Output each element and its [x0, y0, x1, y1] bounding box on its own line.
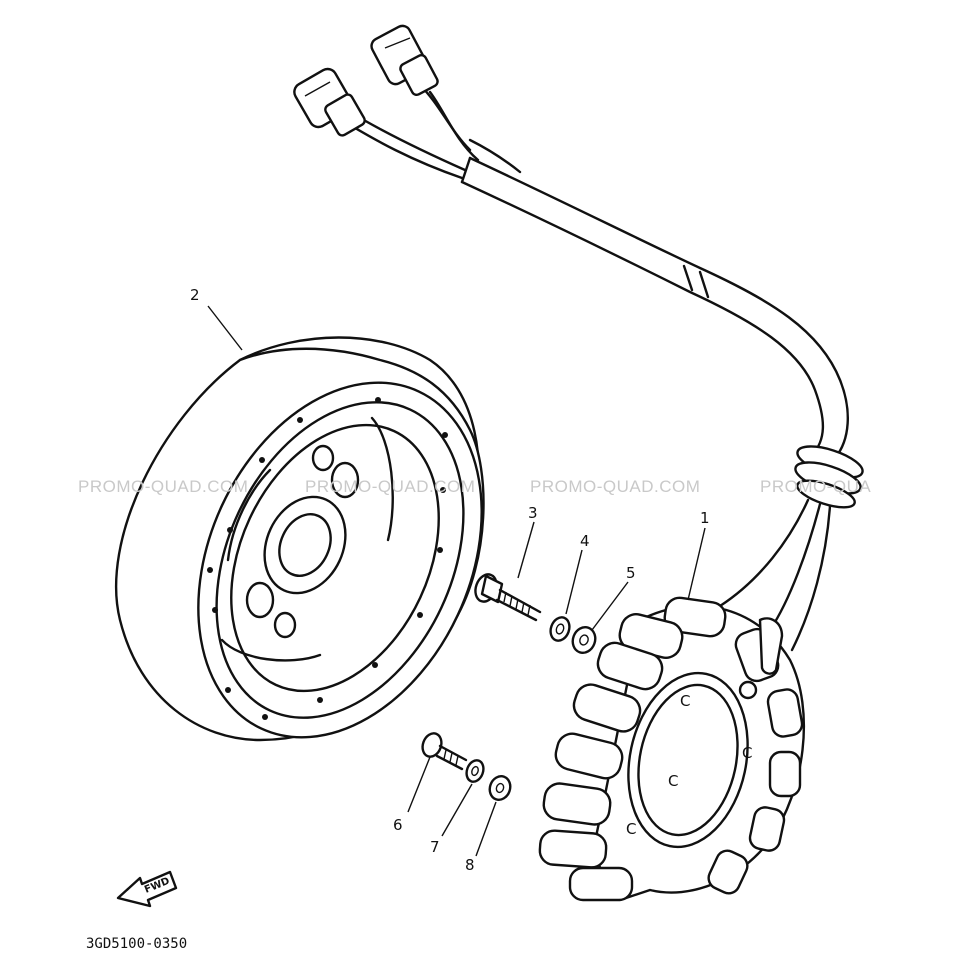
stator-mark-c-2: C — [742, 744, 752, 762]
wire-harness — [293, 24, 864, 652]
stator-mark-c-3: C — [668, 772, 678, 790]
watermark-3: PROMO-QUAD.COM — [530, 477, 700, 496]
watermark-4: PROMO-QUA — [760, 477, 871, 496]
diagram-code: 3GD5100-0350 — [86, 936, 187, 952]
stator-mark-c-4: C — [626, 820, 636, 838]
watermark-2: PROMO-QUAD.COM — [305, 477, 475, 496]
plain-washer-5 — [571, 626, 597, 654]
plain-washer-8 — [488, 775, 512, 801]
callout-2: 2 — [190, 286, 200, 304]
stator-mark-c-1: C — [680, 692, 690, 710]
callout-3: 3 — [528, 504, 538, 522]
callout-1: 1 — [700, 509, 710, 527]
callout-8: 8 — [465, 856, 475, 874]
callout-4: 4 — [580, 532, 590, 550]
callout-6: 6 — [393, 816, 403, 834]
callout-7: 7 — [430, 838, 440, 856]
wire-grommet — [794, 445, 864, 509]
wire-connector-upper — [370, 24, 439, 97]
rotor-rim-holes — [207, 397, 448, 720]
short-screw — [421, 732, 468, 771]
stator-coil-assembly: C C C C — [538, 596, 806, 902]
fwd-direction-arrow: FWD — [116, 870, 178, 908]
rotor-flywheel — [115, 336, 485, 742]
watermark-1: PROMO-QUAD.COM — [78, 477, 248, 496]
long-screw — [474, 573, 542, 622]
lock-washer-4 — [549, 616, 571, 642]
callout-5: 5 — [626, 564, 636, 582]
wire-connector-lower — [293, 67, 366, 137]
leader-lines — [207, 305, 706, 857]
lock-washer-7 — [465, 759, 485, 783]
